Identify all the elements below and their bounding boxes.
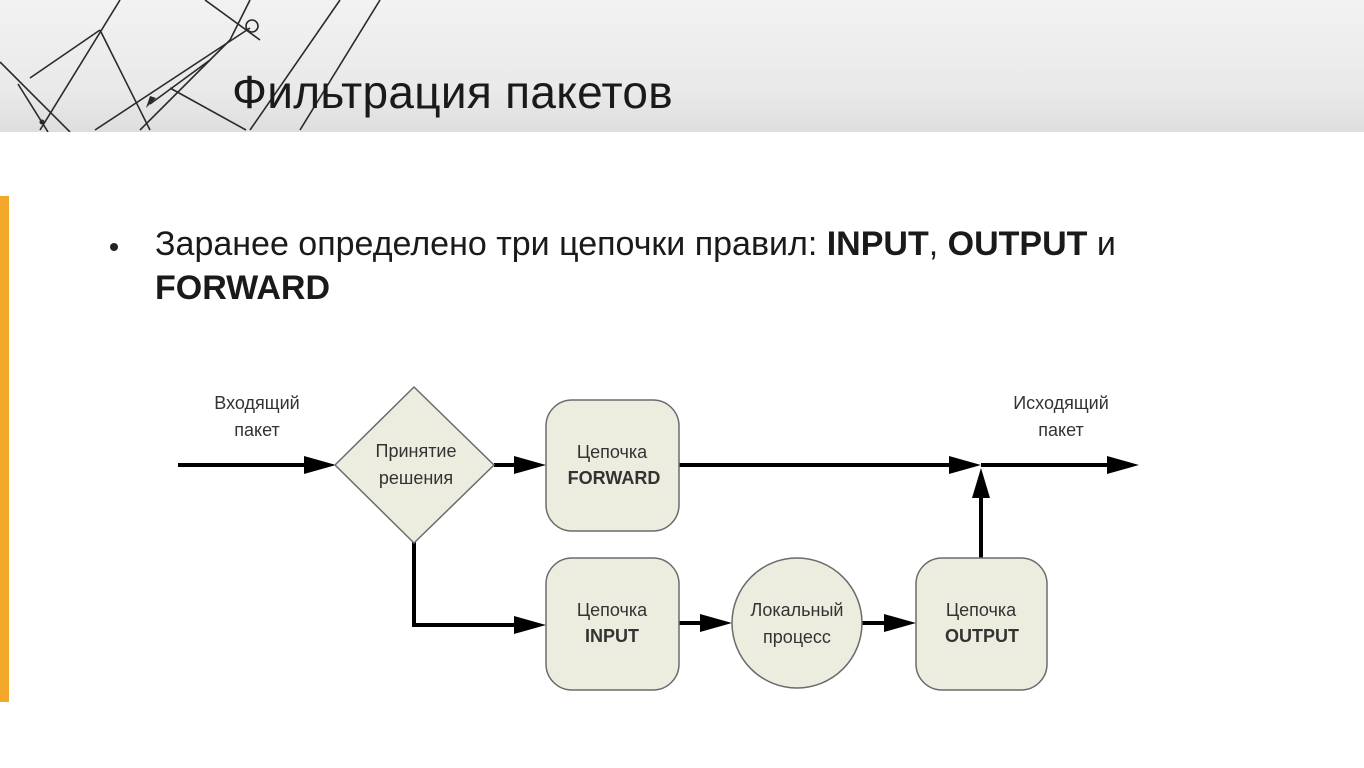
arrow-incoming: [178, 463, 308, 467]
page-title: Фильтрация пакетов: [232, 66, 674, 118]
chain-input-label: INPUT: [826, 225, 929, 263]
arrow-outgoing: [981, 463, 1109, 467]
bullet-text: Заранее определено три цепочки правил: I…: [155, 222, 1235, 310]
outgoing-label-1: Исходящий: [1013, 393, 1109, 413]
arrowhead-output-up: [972, 468, 990, 498]
decision-label-2: решения: [379, 468, 453, 488]
arrow-local-output: [862, 621, 886, 625]
input-chain-label-2: INPUT: [585, 626, 639, 646]
slide-header: Фильтрация пакетов: [0, 0, 1364, 132]
input-chain-label-1: Цепочка: [577, 600, 648, 620]
arrowhead-local-output: [884, 614, 916, 632]
arrow-decision-forward: [494, 463, 518, 467]
arrow-input-local: [679, 621, 703, 625]
local-process-label-2: процесс: [763, 627, 831, 647]
arrowhead-input-local: [700, 614, 732, 632]
decision-node: [333, 385, 496, 545]
forward-chain-label-1: Цепочка: [577, 442, 648, 462]
bullet-prefix: Заранее определено три цепочки правил:: [155, 225, 827, 263]
incoming-label-1: Входящий: [214, 393, 299, 413]
chain-forward-label: FORWARD: [155, 269, 331, 307]
arrowhead-decision-input: [514, 616, 546, 634]
chain-output-label: OUTPUT: [947, 225, 1088, 263]
forward-chain-node: [545, 399, 680, 532]
line-output-up: [979, 494, 983, 558]
arrowhead-forward-out: [949, 456, 981, 474]
incoming-label-2: пакет: [234, 420, 280, 440]
accent-bar: [0, 196, 9, 702]
arrow-decision-input: [412, 623, 518, 627]
arrowhead-decision-forward: [514, 456, 546, 474]
output-chain-node: [915, 557, 1048, 691]
local-process-label-1: Локальный: [751, 600, 844, 620]
arrowhead-incoming: [304, 456, 336, 474]
arrow-forward-out: [679, 463, 951, 467]
input-chain-node: [545, 557, 680, 691]
line-decision-down: [412, 541, 416, 627]
decision-label-1: Принятие: [376, 441, 457, 461]
bullet-dot: [110, 243, 118, 251]
forward-chain-label-2: FORWARD: [568, 468, 661, 488]
output-chain-label-2: OUTPUT: [945, 626, 1019, 646]
local-process-node: [731, 557, 863, 689]
arrowhead-outgoing: [1107, 456, 1139, 474]
decorative-lines: [0, 0, 381, 132]
output-chain-label-1: Цепочка: [946, 600, 1017, 620]
bullet-separator: ,: [928, 225, 948, 263]
bullet-conjunction: и: [1087, 225, 1116, 263]
outgoing-label-2: пакет: [1038, 420, 1084, 440]
